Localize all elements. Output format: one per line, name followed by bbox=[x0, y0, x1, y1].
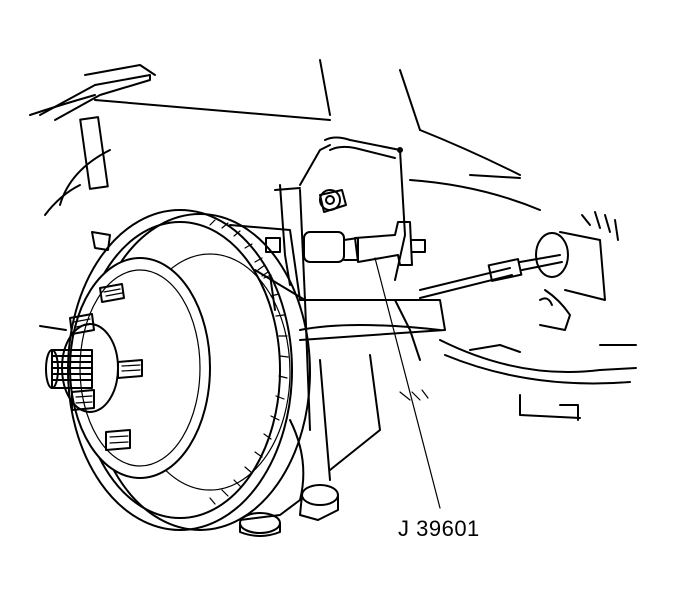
callout-leader-line bbox=[374, 257, 441, 509]
vehicle-frame-outline bbox=[29, 59, 541, 216]
steering-knuckle bbox=[91, 224, 339, 537]
strut-mount bbox=[274, 136, 406, 301]
wheel-studs bbox=[69, 283, 143, 451]
control-arm bbox=[299, 299, 637, 481]
brake-rotor bbox=[39, 209, 311, 531]
tool-callout-label: J 39601 bbox=[398, 516, 480, 541]
special-tool-j39601 bbox=[265, 147, 426, 266]
tie-rod bbox=[419, 211, 619, 331]
